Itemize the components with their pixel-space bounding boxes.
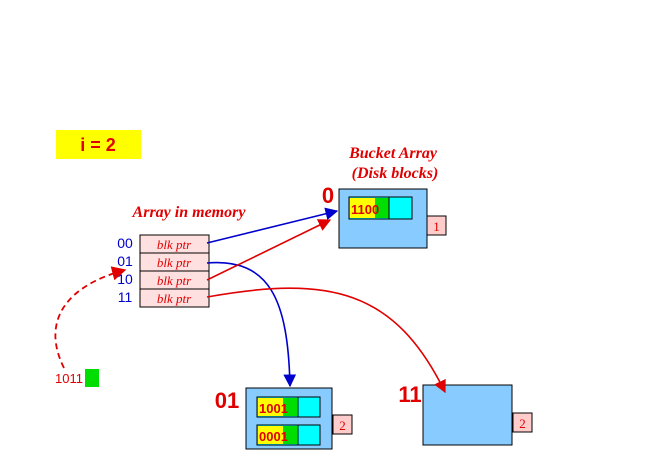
directory-entry: 10 blk ptr bbox=[117, 270, 210, 290]
local-depth-label: 2 bbox=[339, 418, 346, 433]
block-pointer-label: blk ptr bbox=[157, 255, 192, 270]
directory-entry: 01 blk ptr bbox=[117, 252, 210, 272]
bucket-label: 01 bbox=[215, 388, 239, 413]
inserted-key-prefix: 101 bbox=[55, 371, 76, 386]
bucket-label: 11 bbox=[398, 382, 421, 407]
record-key-prefix: 100 bbox=[259, 401, 281, 416]
bucket-record: 0001 bbox=[256, 424, 321, 446]
pointer-arrow-11 bbox=[206, 287, 446, 394]
bucket-record: 1001 bbox=[256, 396, 321, 418]
record-key-bit: 0 bbox=[372, 202, 379, 217]
bucket-record: 1100 bbox=[348, 196, 413, 220]
inserted-key: 1011 bbox=[55, 369, 99, 387]
block-pointer-label: blk ptr bbox=[157, 273, 192, 288]
svg-text:1100: 1100 bbox=[351, 202, 379, 217]
record-key-prefix: 110 bbox=[351, 202, 372, 217]
directory-entry: 00 blk ptr bbox=[117, 234, 210, 254]
bucket-array-subtitle: (Disk blocks) bbox=[352, 165, 439, 182]
global-depth-badge: i = 2 bbox=[56, 130, 141, 159]
svg-text:0001: 0001 bbox=[259, 429, 288, 444]
directory-title: Array in memory bbox=[132, 204, 247, 221]
directory-index: 10 bbox=[117, 271, 133, 287]
pointer-arrow-01 bbox=[206, 261, 297, 388]
bucket-0: 0 1100 1 bbox=[322, 183, 447, 249]
block-pointer-label: blk ptr bbox=[157, 291, 192, 306]
svg-text:1001: 1001 bbox=[259, 401, 288, 416]
bucket-01: 01 1001 0001 2 bbox=[215, 387, 353, 450]
local-depth-label: 2 bbox=[519, 416, 526, 431]
record-key-bit: 1 bbox=[281, 429, 288, 444]
record-key-prefix: 000 bbox=[259, 429, 281, 444]
local-depth-label: 1 bbox=[433, 219, 440, 234]
directory-index: 01 bbox=[117, 253, 133, 269]
bucket-label: 0 bbox=[322, 183, 334, 208]
pointer-arrow-10 bbox=[206, 219, 332, 281]
directory-index: 11 bbox=[118, 289, 133, 305]
pointer-arrow-00 bbox=[206, 207, 339, 244]
svg-text:1011: 1011 bbox=[55, 371, 83, 386]
inserted-key-bit: 1 bbox=[76, 371, 83, 386]
global-depth-label: i = 2 bbox=[80, 135, 116, 155]
directory-entry: 11 blk ptr bbox=[118, 288, 210, 308]
directory: 00 blk ptr 01 blk ptr 10 blk ptr 11 blk … bbox=[117, 234, 210, 308]
record-key-bit: 1 bbox=[281, 401, 288, 416]
hash-lookup-arrow bbox=[54, 266, 127, 369]
bucket-11: 11 2 bbox=[398, 382, 533, 446]
block-pointer-label: blk ptr bbox=[157, 237, 192, 252]
bucket-array-title: Bucket Array bbox=[348, 145, 438, 162]
directory-index: 00 bbox=[117, 235, 133, 251]
